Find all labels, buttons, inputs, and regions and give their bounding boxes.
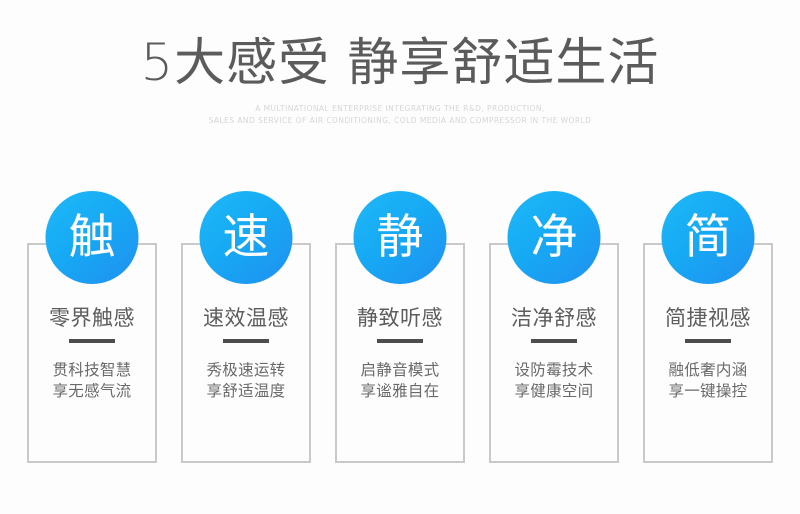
badge-character-3: 静 xyxy=(376,210,424,265)
subtitle-line-2: SALES AND SERVICE OF AIR CONDITIONING, C… xyxy=(208,116,592,125)
card-description-2: 秀极速运转 享舒适温度 xyxy=(206,360,285,402)
card-desc-line-1a: 贯科技智慧 xyxy=(52,361,132,379)
card-description-1: 贯科技智慧 享无感气流 xyxy=(52,360,131,402)
card-desc-line-4a: 设防霉技术 xyxy=(514,361,594,379)
card-desc-line-2a: 秀极速运转 xyxy=(206,361,286,379)
feature-card-row: 触 零界触感 贯科技智慧 享无感气流 速 速效温感 秀极速运转 xyxy=(27,191,773,463)
badge-character-5: 简 xyxy=(684,210,732,265)
card-title-4: 洁净舒感 xyxy=(511,306,597,330)
card-desc-line-5b: 享一键操控 xyxy=(668,382,748,400)
badge-circle-3: 静 xyxy=(353,191,447,284)
card-desc-line-3a: 启静音模式 xyxy=(360,361,440,379)
card-body-2: 速效温感 秀极速运转 享舒适温度 xyxy=(181,243,311,463)
page-subtitle: A MULTINATIONAL ENTERPRISE INTEGRATING T… xyxy=(0,103,800,127)
subtitle-line-1: A MULTINATIONAL ENTERPRISE INTEGRATING T… xyxy=(255,104,545,113)
card-body-1: 零界触感 贯科技智慧 享无感气流 xyxy=(27,243,157,463)
feature-card-3[interactable]: 静 静致听感 启静音模式 享谧雅自在 xyxy=(335,191,465,463)
card-desc-line-3b: 享谧雅自在 xyxy=(360,382,440,400)
badge-circle-5: 简 xyxy=(661,191,755,284)
page-title: 5大感受 静享舒适生活 xyxy=(140,34,660,93)
feature-card-4[interactable]: 净 洁净舒感 设防霉技术 享健康空间 xyxy=(489,191,619,463)
card-divider-3 xyxy=(377,339,423,343)
card-divider-1 xyxy=(69,339,115,343)
feature-card-5[interactable]: 简 简捷视感 融低奢内涵 享一键操控 xyxy=(643,191,773,463)
card-divider-5 xyxy=(685,339,731,343)
card-divider-2 xyxy=(223,339,269,343)
card-desc-line-2b: 享舒适温度 xyxy=(206,382,286,400)
card-desc-line-1b: 享无感气流 xyxy=(52,382,132,400)
card-title-1: 零界触感 xyxy=(49,306,135,330)
card-body-4: 洁净舒感 设防霉技术 享健康空间 xyxy=(489,243,619,463)
badge-circle-4: 净 xyxy=(507,191,601,284)
feature-card-1[interactable]: 触 零界触感 贯科技智慧 享无感气流 xyxy=(27,191,157,463)
badge-character-1: 触 xyxy=(68,210,116,265)
card-description-5: 融低奢内涵 享一键操控 xyxy=(668,360,747,402)
card-body-3: 静致听感 启静音模式 享谧雅自在 xyxy=(335,243,465,463)
feature-card-2[interactable]: 速 速效温感 秀极速运转 享舒适温度 xyxy=(181,191,311,463)
badge-character-4: 净 xyxy=(530,210,578,265)
badge-circle-1: 触 xyxy=(45,191,139,284)
page-header: 5大感受 静享舒适生活 A MULTINATIONAL ENTERPRISE I… xyxy=(0,0,800,127)
card-title-2: 速效温感 xyxy=(203,306,289,330)
badge-circle-2: 速 xyxy=(199,191,293,284)
card-body-5: 简捷视感 融低奢内涵 享一键操控 xyxy=(643,243,773,463)
card-title-3: 静致听感 xyxy=(357,306,443,330)
card-title-5: 简捷视感 xyxy=(665,306,751,330)
card-desc-line-5a: 融低奢内涵 xyxy=(668,361,748,379)
card-description-4: 设防霉技术 享健康空间 xyxy=(514,360,593,402)
card-description-3: 启静音模式 享谧雅自在 xyxy=(360,360,439,402)
card-divider-4 xyxy=(531,339,577,343)
card-desc-line-4b: 享健康空间 xyxy=(514,382,594,400)
badge-character-2: 速 xyxy=(222,210,270,265)
